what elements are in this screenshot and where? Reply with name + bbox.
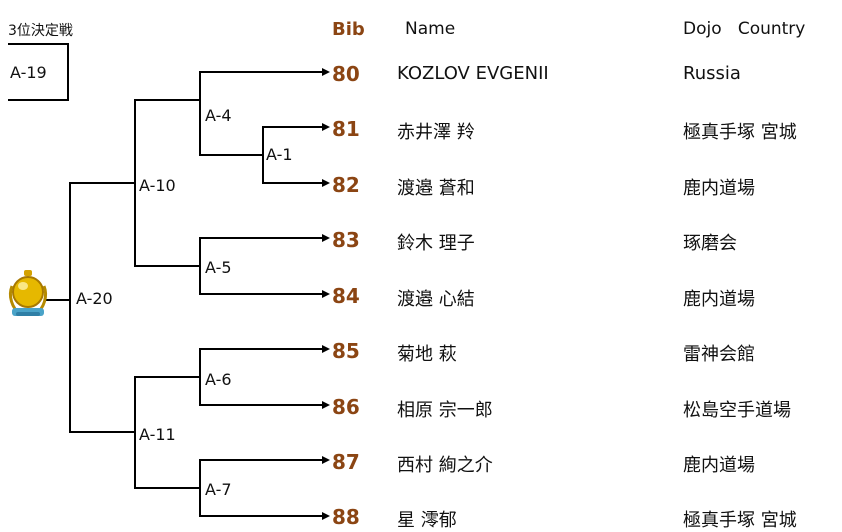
competitor-name: 星 澪郁 (397, 510, 457, 531)
competitor-name: 西村 絢之介 (397, 455, 493, 476)
competitor-dojo: 琢磨会 (683, 233, 737, 254)
competitor-dojo: Russia (683, 63, 741, 84)
competitor-dojo: 鹿内道場 (683, 455, 755, 476)
competitor-name: 渡邉 蒼和 (397, 178, 475, 199)
match-a4-label: A-4 (205, 106, 232, 125)
bib-number: 82 (332, 173, 360, 197)
third-place-bracket-line (8, 43, 69, 101)
bib-number: 88 (332, 505, 360, 529)
match-a5-label: A-5 (205, 258, 232, 277)
competitor-name: 相原 宗一郎 (397, 400, 493, 421)
match-a6-label: A-6 (205, 370, 232, 389)
competitor-dojo: 雷神会館 (683, 344, 755, 365)
competitor-dojo: 鹿内道場 (683, 178, 755, 199)
a20-bracket-line (69, 182, 135, 433)
bib-number: 86 (332, 395, 360, 419)
competitor-name: 鈴木 理子 (397, 233, 475, 254)
competitor-name: 菊地 萩 (397, 344, 457, 365)
dojo-country-column-header: Dojo Country (683, 19, 806, 39)
bib-number: 87 (332, 450, 360, 474)
match-a20-label: A-20 (76, 289, 113, 308)
bib-number: 81 (332, 117, 360, 141)
arrowheads (322, 68, 330, 520)
match-a11-label: A-11 (139, 425, 176, 444)
competitor-dojo: 極真手塚 宮城 (683, 510, 797, 531)
a4-bracket-line (199, 71, 325, 156)
third-place-label: 3位決定戦 (8, 23, 73, 39)
bib-number: 83 (332, 228, 360, 252)
match-a7-label: A-7 (205, 480, 232, 499)
competitor-name: KOZLOV EVGENII (397, 63, 549, 84)
competitor-dojo: 極真手塚 宮城 (683, 122, 797, 143)
match-a1-label: A-1 (266, 145, 293, 164)
match-a10-label: A-10 (139, 176, 176, 195)
bib-number: 80 (332, 62, 360, 86)
competitor-name: 赤井澤 羚 (397, 122, 475, 143)
bib-number: 84 (332, 284, 360, 308)
competitor-name: 渡邉 心結 (397, 289, 475, 310)
competitor-dojo: 鹿内道場 (683, 289, 755, 310)
bib-column-header: Bib (332, 19, 365, 40)
gold-medal-trophy-icon (8, 270, 48, 316)
match-a19-label: A-19 (10, 63, 47, 82)
competitor-dojo: 松島空手道場 (683, 400, 791, 421)
name-column-header: Name (405, 19, 456, 39)
bib-number: 85 (332, 339, 360, 363)
